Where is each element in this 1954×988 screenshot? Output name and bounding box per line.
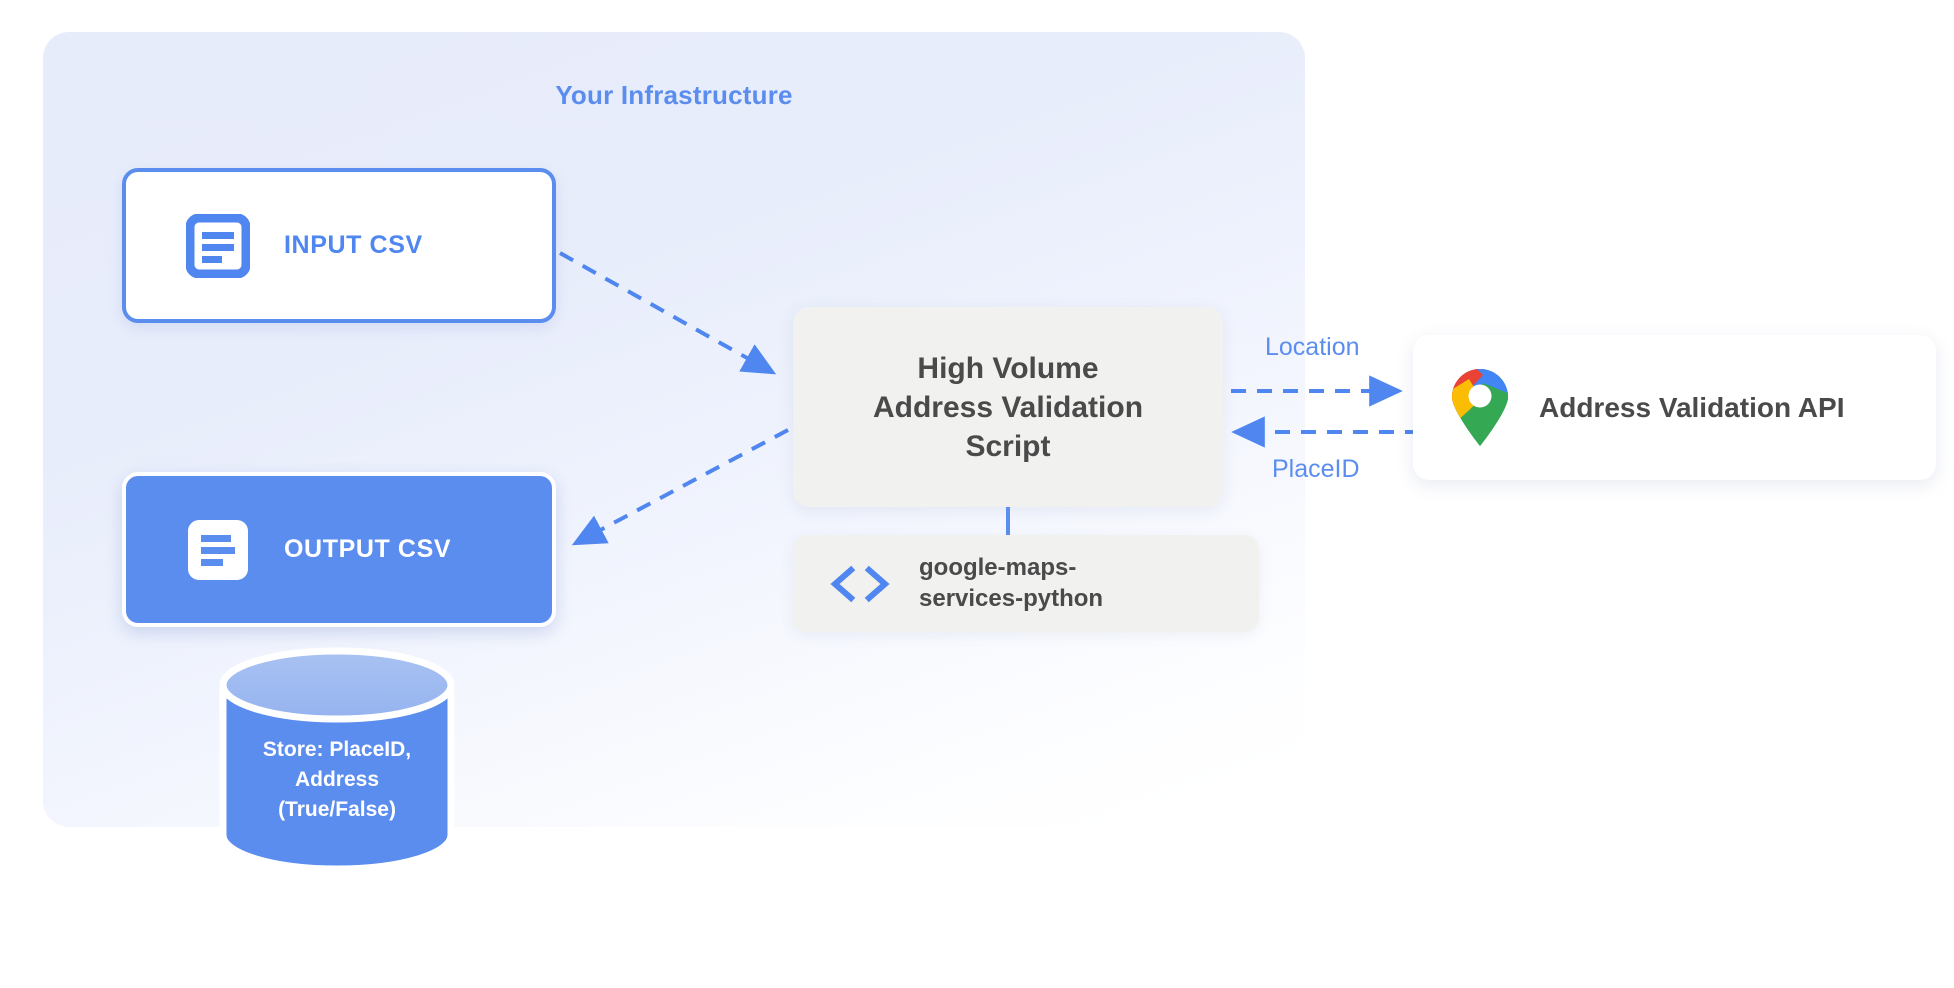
output-csv-label: OUTPUT CSV <box>284 535 452 563</box>
database-cylinder[interactable] <box>215 645 459 875</box>
library-node[interactable]: google-maps- services-python <box>793 535 1259 632</box>
output-csv-node[interactable]: OUTPUT CSV <box>122 472 556 627</box>
panel-title: Your Infrastructure <box>555 80 793 110</box>
library-label: google-maps- services-python <box>919 553 1103 613</box>
document-outline-icon <box>185 213 251 278</box>
script-title-line-3: Script <box>965 429 1051 463</box>
input-csv-label: INPUT CSV <box>284 231 423 259</box>
library-label-line-1: google-maps- <box>919 554 1077 582</box>
document-filled-icon <box>186 518 250 582</box>
address-validation-api-node[interactable]: Address Validation API <box>1413 335 1936 480</box>
script-title-line-2: Address Validation <box>872 390 1144 424</box>
input-csv-node[interactable]: INPUT CSV <box>122 168 556 323</box>
script-to-library-connector <box>1006 507 1010 542</box>
api-label: Address Validation API <box>1539 391 1845 423</box>
script-title: High Volume Address Validation Script <box>873 349 1143 466</box>
code-brackets-icon <box>829 564 891 604</box>
script-node[interactable]: High Volume Address Validation Script <box>793 307 1223 507</box>
google-maps-pin-icon <box>1449 368 1511 447</box>
library-label-line-2: services-python <box>919 584 1104 612</box>
edge-label-placeid: PlaceID <box>1272 455 1360 483</box>
script-title-line-1: High Volume <box>917 351 1099 385</box>
edge-label-location: Location <box>1265 333 1360 361</box>
